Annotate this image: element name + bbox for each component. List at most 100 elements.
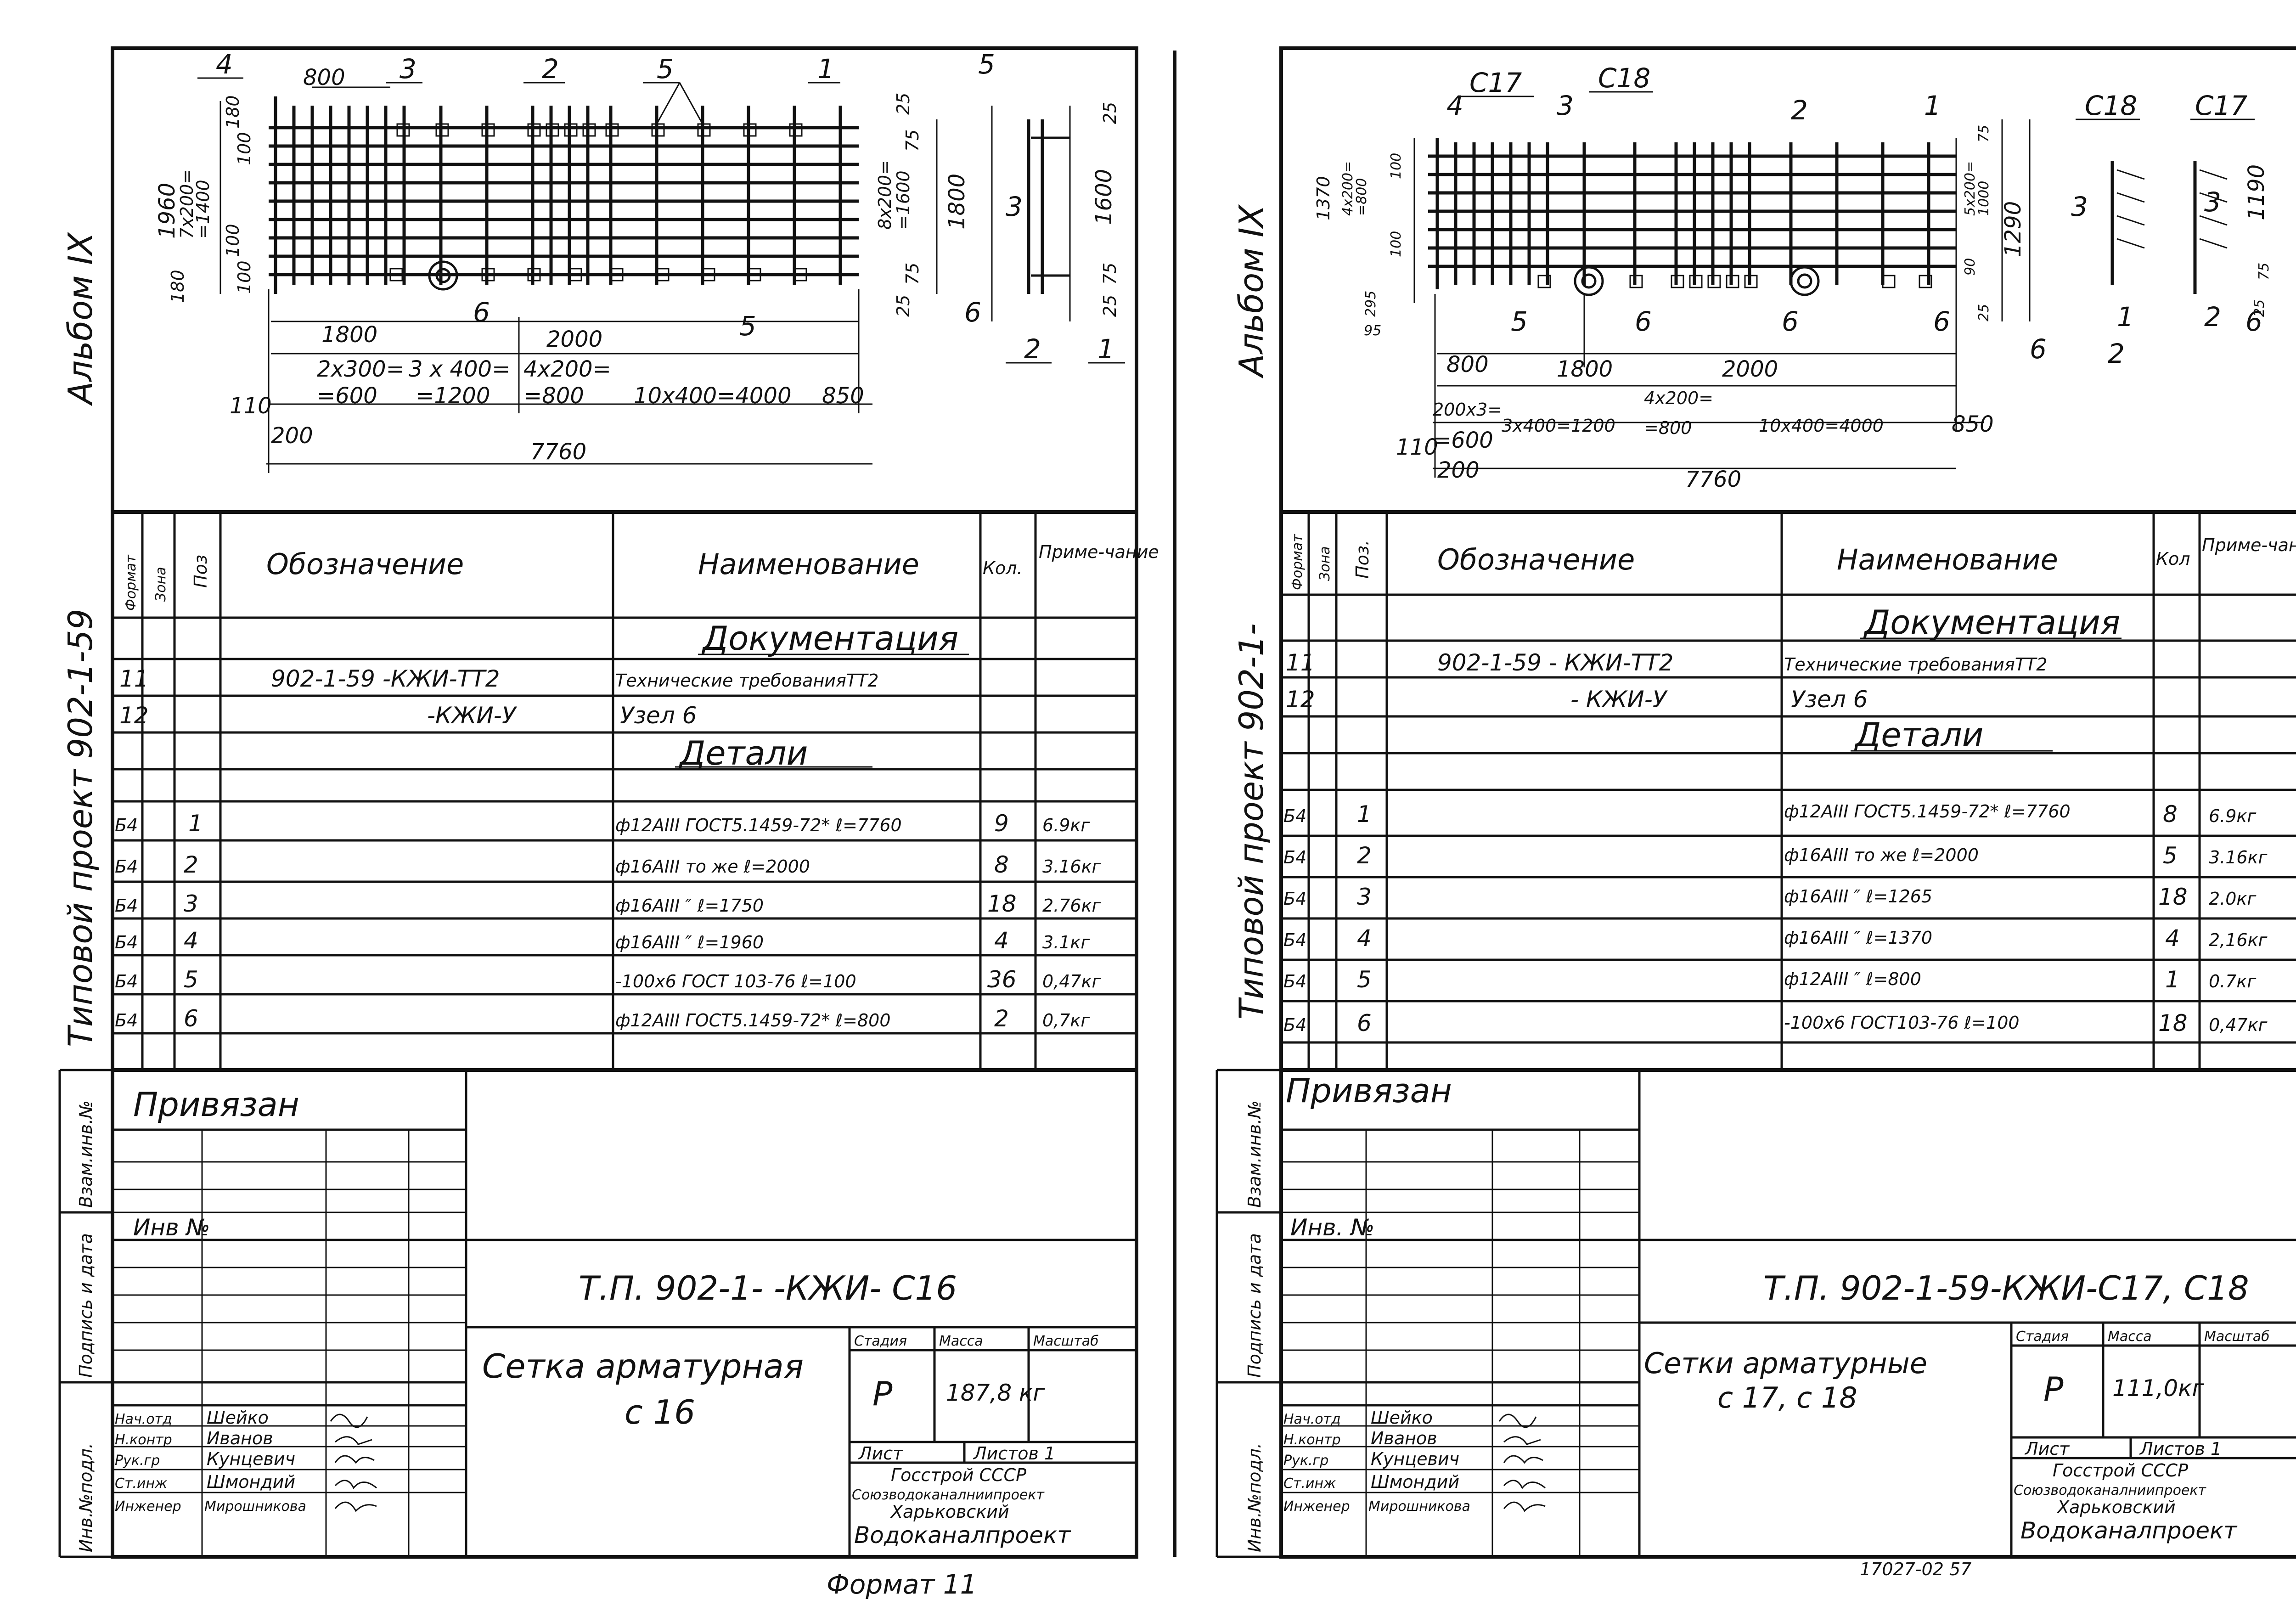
svg-text:25: 25: [1100, 102, 1120, 124]
svg-text:1: 1: [1357, 801, 1372, 828]
svg-text:12: 12: [1286, 686, 1315, 713]
svg-text:3: 3: [184, 890, 198, 917]
svg-text:75: 75: [1100, 263, 1120, 285]
svg-text:Б4: Б4: [1283, 971, 1306, 991]
footer-format: Формат 11: [827, 1569, 977, 1600]
svg-text:2: 2: [1357, 842, 1372, 869]
svg-text:Н.контр: Н.контр: [1283, 1432, 1341, 1448]
svg-text:4x200=: 4x200=: [1644, 388, 1713, 408]
svg-text:1190: 1190: [2244, 164, 2269, 220]
svg-text:2.0кг: 2.0кг: [2209, 889, 2257, 909]
svg-text:6.9кг: 6.9кг: [2209, 806, 2257, 826]
left-title-block: Привязан Инв № Т.П. 902-1- -КЖИ- С16 Сет…: [113, 1070, 1137, 1557]
svg-text:902-1-59 -КЖИ-ТТ2: 902-1-59 -КЖИ-ТТ2: [271, 665, 500, 692]
svg-text:Инженер: Инженер: [1283, 1498, 1350, 1515]
svg-text:1000: 1000: [1976, 181, 1992, 216]
svg-text:1: 1: [1097, 333, 1114, 365]
svg-text:5: 5: [1357, 966, 1372, 993]
svg-text:ф16АIII ″ ℓ=1750: ф16АIII ″ ℓ=1750: [615, 896, 764, 916]
svg-text:Госстрой СССР: Госстрой СССР: [891, 1465, 1026, 1485]
svg-text:-КЖИ-У: -КЖИ-У: [427, 702, 518, 729]
svg-text:2: 2: [1791, 95, 1808, 126]
svg-text:7x200=: 7x200=: [177, 169, 197, 239]
svg-text:Водоканалпроект: Водоканалпроект: [854, 1522, 1071, 1549]
svg-text:Б4: Б4: [1283, 847, 1306, 867]
svg-text:100: 100: [234, 132, 254, 165]
svg-text:18: 18: [2158, 884, 2188, 910]
svg-text:Б4: Б4: [115, 815, 138, 835]
svg-text:5: 5: [657, 53, 674, 84]
svg-text:2000: 2000: [1722, 356, 1778, 382]
right-spec-table: Формат Зона Поз. Обозначение Наименовани…: [1281, 512, 2296, 1072]
svg-text:10x400=4000: 10x400=4000: [634, 383, 791, 409]
svg-text:95: 95: [1364, 323, 1381, 339]
svg-text:100: 100: [223, 224, 243, 257]
svg-text:-100x6 ГОСТ 103-76 ℓ=100: -100x6 ГОСТ 103-76 ℓ=100: [615, 971, 856, 991]
svg-text:Госстрой СССР: Госстрой СССР: [2053, 1460, 2188, 1481]
svg-text:=600: =600: [1433, 428, 1493, 453]
svg-text:Рук.гр: Рук.гр: [115, 1453, 160, 1469]
svg-text:Б4: Б4: [1283, 806, 1306, 826]
svg-text:Союзводоканалниипроект: Союзводоканалниипроект: [2014, 1482, 2207, 1498]
svg-text:5: 5: [1511, 306, 1528, 337]
svg-text:Документация: Документация: [1863, 603, 2120, 642]
svg-text:С18: С18: [2085, 90, 2137, 121]
right-title-block: Привязан Инв. № Т.П. 902-1-59-КЖИ-С17, С…: [1281, 1070, 2296, 1557]
signatures-right: [1498, 1414, 1546, 1512]
svg-text:4: 4: [994, 927, 1009, 954]
svg-text:ф12АIII ″ ℓ=800: ф12АIII ″ ℓ=800: [1784, 969, 1921, 989]
svg-text:3.1кг: 3.1кг: [1042, 932, 1090, 952]
svg-text:Харьковский: Харьковский: [2056, 1497, 2176, 1517]
mesh-c17-label: С17: [1469, 67, 1522, 98]
svg-text:Иванов: Иванов: [207, 1428, 273, 1448]
svg-text:Б4: Б4: [115, 896, 138, 916]
svg-text:Лист: Лист: [2024, 1439, 2070, 1459]
privyazan-label: Привязан: [133, 1085, 299, 1124]
svg-text:Наименование: Наименование: [1837, 543, 2058, 576]
svg-text:180: 180: [168, 270, 188, 303]
svg-text:2x300=: 2x300=: [317, 356, 405, 382]
svg-text:5: 5: [2163, 842, 2178, 869]
svg-text:75: 75: [902, 263, 923, 285]
svg-text:8: 8: [994, 851, 1009, 878]
svg-text:Формат: Формат: [1289, 534, 1306, 590]
svg-text:=1400: =1400: [193, 180, 213, 239]
svg-text:Иванов: Иванов: [1371, 1428, 1437, 1448]
svg-text:10x400=4000: 10x400=4000: [1759, 416, 1884, 436]
section-documentation: Документация: [701, 619, 958, 658]
svg-text:Б4: Б4: [1283, 930, 1306, 950]
svg-text:6: 6: [473, 297, 490, 328]
left-sheet: Альбом IX Типовой проект 902-1-59 Инв.№п…: [58, 46, 1176, 1559]
svg-text:Мирошникова: Мирошникова: [204, 1498, 306, 1515]
svg-text:5x200=: 5x200=: [1962, 161, 1978, 216]
svg-text:ф12АIII ГОСТ5.1459-72* ℓ=7760: ф12АIII ГОСТ5.1459-72* ℓ=7760: [615, 815, 902, 835]
svg-text:Лист: Лист: [858, 1443, 904, 1464]
svg-text:Мирошникова: Мирошникова: [1368, 1498, 1470, 1515]
svg-text:3.16кг: 3.16кг: [2209, 847, 2268, 867]
svg-text:1290: 1290: [2000, 201, 2026, 257]
svg-text:2: 2: [542, 53, 559, 84]
svg-text:3 x 400=: 3 x 400=: [409, 356, 510, 382]
svg-text:Шмондий: Шмондий: [207, 1472, 295, 1492]
svg-text:4: 4: [216, 49, 233, 80]
svg-text:18: 18: [987, 890, 1017, 917]
svg-text:1800: 1800: [321, 322, 377, 348]
col-note: Приме-чание: [1039, 542, 1159, 562]
stage-value: Р: [872, 1374, 893, 1413]
inv-no-label: Инв №: [133, 1214, 210, 1241]
svg-text:Р: Р: [2043, 1370, 2064, 1408]
col-qty: Кол.: [983, 558, 1023, 578]
svg-text:4: 4: [1446, 90, 1463, 121]
svg-text:Кол: Кол: [2156, 549, 2190, 569]
svg-text:Поз: Поз: [191, 555, 211, 588]
svg-text:6: 6: [2030, 333, 2047, 365]
svg-text:11: 11: [1286, 649, 1315, 676]
svg-text:Б4: Б4: [115, 932, 138, 952]
doc-code: Т.П. 902-1- -КЖИ- С16: [579, 1269, 957, 1307]
svg-text:1800: 1800: [944, 174, 970, 230]
svg-text:Обозначение: Обозначение: [1437, 543, 1635, 576]
svg-text:Инв.№подл.: Инв.№подл.: [1244, 1443, 1265, 1552]
svg-text:6.9кг: 6.9кг: [1042, 815, 1090, 835]
svg-text:Б4: Б4: [1283, 889, 1306, 909]
svg-text:Приме-чание: Приме-чание: [2202, 535, 2296, 555]
